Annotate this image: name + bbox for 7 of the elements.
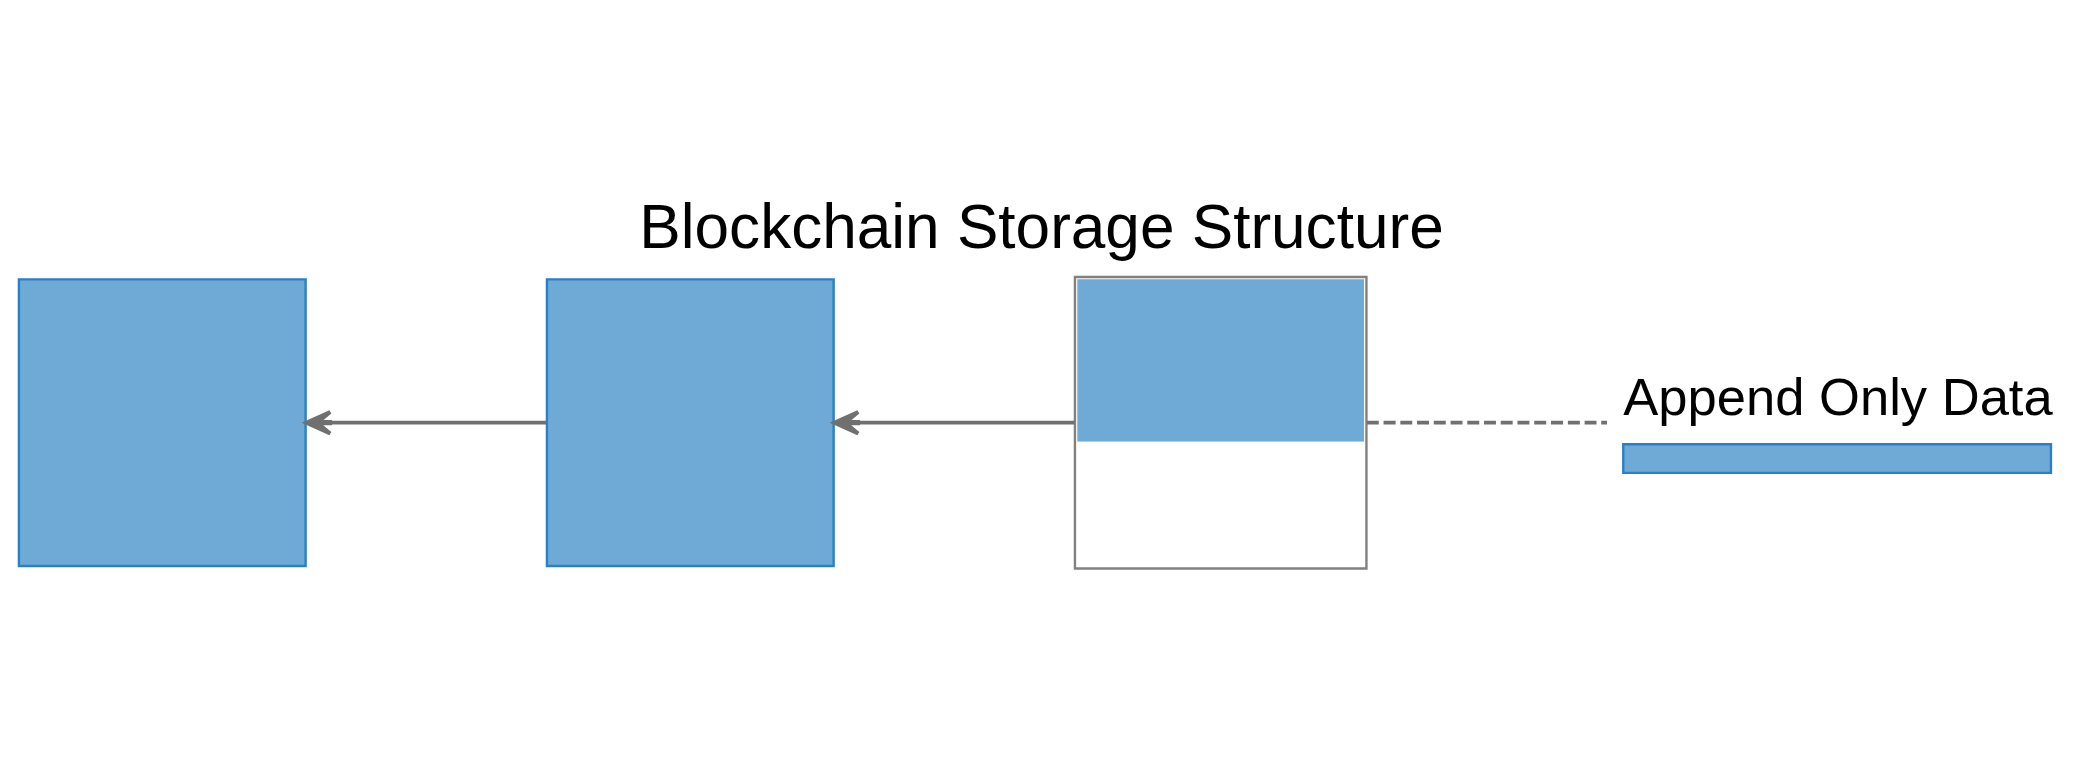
arrow (832, 410, 1075, 436)
node-box (545, 278, 835, 568)
node-box (17, 278, 307, 568)
diagram-title: Blockchain Storage Structure (639, 191, 1444, 261)
connector (1367, 420, 1608, 425)
node-label: Append Only Data (1623, 366, 2053, 426)
arrow (304, 410, 547, 436)
